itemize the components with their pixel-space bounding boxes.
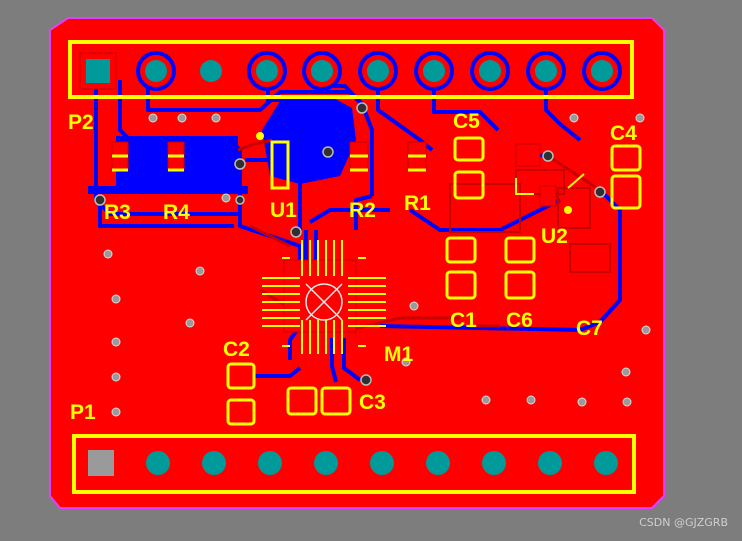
c1-label: C1 [450,309,477,332]
m1-label: M1 [384,343,414,366]
c2-label: C2 [223,338,250,361]
watermark: CSDN @GJZGRB [639,516,728,529]
p2-pad-1-inner [86,59,110,83]
r3-label: R3 [104,201,131,224]
u2-pads [515,143,557,207]
c5-label: C5 [453,110,480,133]
u1-label: U1 [270,199,297,222]
p2-header-pads [79,51,622,91]
silkscreen-components [112,136,642,426]
bottom-copper-areas [88,96,356,194]
u2-label: U2 [541,225,568,248]
c7-label: C7 [576,317,603,340]
c6-label: C6 [506,309,533,332]
markers [256,132,572,214]
p1-label: P1 [70,401,96,424]
p1-header-pads [84,446,623,480]
p2-silk-outline [68,40,634,99]
u2-silk [515,173,585,195]
r1-label: R1 [404,192,431,215]
m1-package [262,240,386,354]
c4-label: C4 [610,122,637,145]
p1-silk-outline [72,434,636,494]
p2-label: P2 [68,111,94,134]
r2-label: R2 [349,199,376,222]
r4-label: R4 [163,201,190,224]
vias [103,113,651,417]
c3-label: C3 [359,391,386,414]
